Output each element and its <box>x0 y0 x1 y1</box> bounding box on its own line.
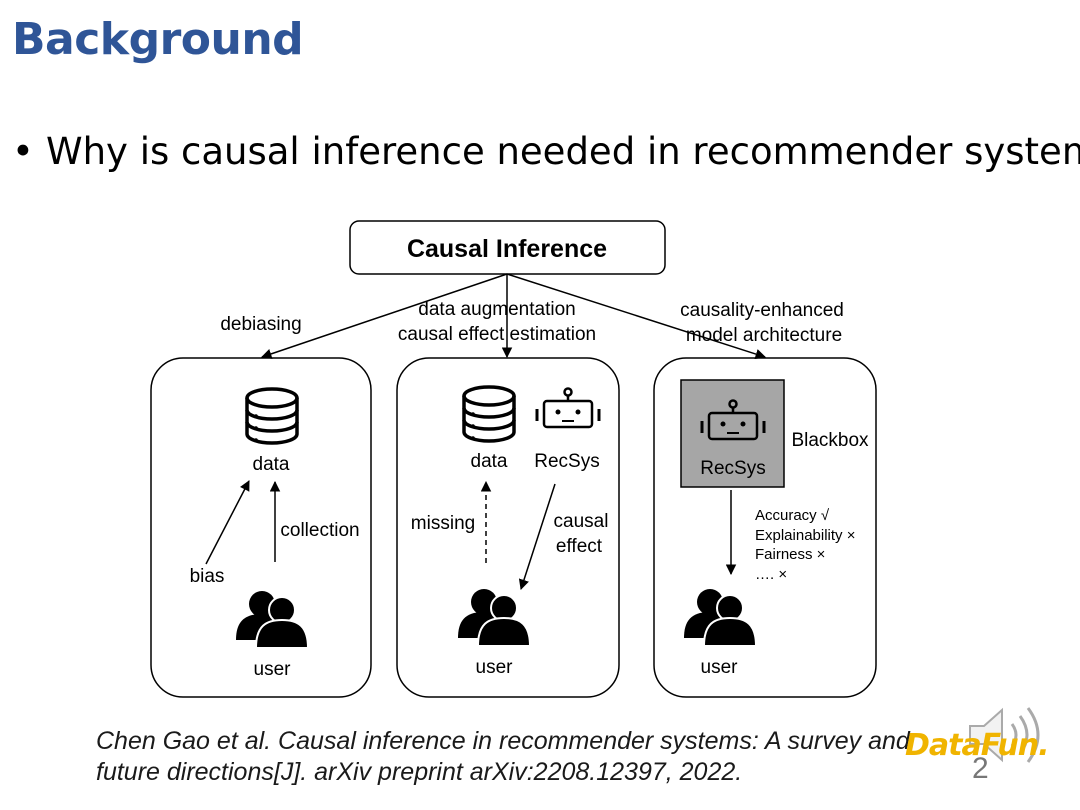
panel-debiasing <box>150 357 372 698</box>
panel1-collection-label: collection <box>280 520 359 541</box>
metric-explainability: Explainability × <box>755 527 855 544</box>
panel2-user-label: user <box>476 657 514 678</box>
panel2-data-label: data <box>471 451 508 472</box>
users-icon <box>457 588 531 647</box>
panel1-data-label: data <box>253 454 290 475</box>
citation-line-1: Chen Gao et al. Causal inference in reco… <box>96 727 910 755</box>
panel1-bias-label: bias <box>190 566 225 587</box>
panel-data-augmentation <box>396 357 620 698</box>
panel2-effect-label: effect <box>556 536 603 557</box>
metric-more: …. × <box>755 566 787 583</box>
panel3-user-label: user <box>701 657 739 678</box>
panel2-recsys-label: RecSys <box>534 451 599 472</box>
metric-fairness: Fairness × <box>755 546 825 563</box>
database-icon <box>245 387 299 445</box>
slide-title: Background <box>12 14 304 65</box>
metric-accuracy: Accuracy √ <box>755 507 830 524</box>
speaker-icon[interactable] <box>962 700 1052 770</box>
robot-icon <box>535 387 601 429</box>
panel3-recsys-label: RecSys <box>700 458 765 479</box>
edge-causality-enhanced <box>506 273 766 360</box>
panel2-missing-label: missing <box>411 513 475 534</box>
users-icon <box>235 590 309 649</box>
citation: Chen Gao et al. Causal inference in reco… <box>96 726 996 788</box>
edge-debiasing <box>261 273 508 359</box>
bullet-dot: • <box>12 130 34 173</box>
panel2-causal-label: causal <box>554 511 609 532</box>
users-icon <box>683 588 757 647</box>
panel-causality-enhanced <box>653 357 877 698</box>
bias-arrow <box>205 480 250 565</box>
edge-label-right-1: causality-enhanced <box>680 300 844 321</box>
causal-inference-label: Causal Inference <box>407 235 607 263</box>
page-number: 2 <box>972 752 989 785</box>
edge-label-middle-2: causal effect estimation <box>398 324 596 345</box>
database-icon <box>462 385 516 443</box>
causal-effect-arrow <box>518 483 556 590</box>
panel1-user-label: user <box>254 659 292 680</box>
datafun-logo: DataFun. <box>905 728 1049 763</box>
panel3-blackbox-label: Blackbox <box>791 430 869 451</box>
bullet-text: Why is causal inference needed in recomm… <box>46 130 1080 173</box>
bullet-point: • Why is causal inference needed in recom… <box>12 130 1080 173</box>
edge-label-right-2: model architecture <box>686 325 842 346</box>
edge-label-debiasing: debiasing <box>220 314 301 335</box>
edge-label-middle-1: data augmentation <box>418 299 575 320</box>
citation-line-2: future directions[J]. arXiv preprint arX… <box>96 758 743 786</box>
